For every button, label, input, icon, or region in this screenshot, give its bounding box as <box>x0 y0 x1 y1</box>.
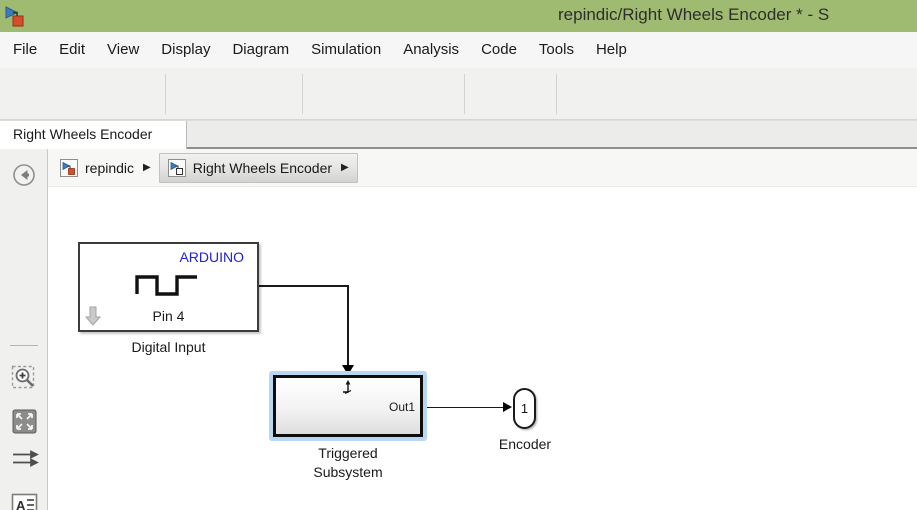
outport-number: 1 <box>520 401 529 416</box>
menu-file[interactable]: File <box>13 41 38 58</box>
digital-input-name: Digital Input <box>131 339 206 355</box>
square-wave-icon <box>135 275 197 296</box>
toolbar-separator <box>556 74 557 114</box>
fit-to-view-button[interactable] <box>0 409 48 434</box>
pin-label: Pin 4 <box>152 308 185 324</box>
tab-right-wheels-encoder[interactable]: Right Wheels Encoder <box>0 121 187 150</box>
hide-explorer-button[interactable] <box>0 163 48 187</box>
input-down-arrow-icon <box>85 306 101 326</box>
menu-edit[interactable]: Edit <box>59 41 86 58</box>
signal-lines-button[interactable] <box>0 448 48 469</box>
breadcrumb-arrow-icon[interactable]: ▶ <box>143 162 151 173</box>
breadcrumb-root-label[interactable]: repindic <box>85 159 135 176</box>
annotation-button[interactable]: A <box>0 493 48 510</box>
menu-display[interactable]: Display <box>161 41 211 58</box>
menu-analysis[interactable]: Analysis <box>403 41 460 58</box>
breadcrumb-item-current[interactable]: Right Wheels Encoder ▶ <box>158 152 358 183</box>
breadcrumb-arrow-icon[interactable]: ▶ <box>341 162 349 173</box>
toolbar-separator <box>165 74 166 114</box>
svg-text:A: A <box>16 498 26 510</box>
menu-help[interactable]: Help <box>595 41 627 58</box>
subsystem-icon <box>167 158 186 177</box>
model-icon <box>60 158 78 177</box>
wire-digital-input-to-subsystem[interactable] <box>259 285 348 287</box>
tab-strip: Right Wheels Encoder <box>0 120 917 150</box>
toolbar-separator <box>464 74 465 114</box>
menu-tools[interactable]: Tools <box>538 41 574 58</box>
toolbar-separator <box>302 74 303 114</box>
wire-arrowhead-icon <box>503 402 512 412</box>
digital-input-block[interactable]: ARDUINO Pin 4 <box>78 242 259 332</box>
menu-bar: File Edit View Display Diagram Simulatio… <box>0 32 917 68</box>
simulink-app-icon <box>3 3 29 34</box>
menu-simulation[interactable]: Simulation <box>311 41 382 58</box>
triggered-subsystem-name-line1: Triggered <box>318 445 378 461</box>
breadcrumb-current-label[interactable]: Right Wheels Encoder <box>192 159 333 176</box>
triggered-subsystem-name-line2: Subsystem <box>313 464 383 480</box>
model-canvas[interactable] <box>48 187 917 510</box>
menu-view[interactable]: View <box>107 41 140 58</box>
trigger-port-icon <box>343 380 352 395</box>
left-palette: A <box>0 149 48 510</box>
encoder-name: Encoder <box>498 436 552 452</box>
title-bar: repindic/Right Wheels Encoder * - S <box>0 0 917 32</box>
toolbar: External <box>0 68 917 179</box>
triggered-subsystem-block[interactable]: Out1 <box>273 375 423 437</box>
window-title: repindic/Right Wheels Encoder * - S <box>558 5 830 24</box>
breadcrumb: repindic ▶ Right Wheels Encoder ▶ <box>48 149 917 187</box>
wire-arrowhead-icon <box>342 365 354 375</box>
menu-diagram[interactable]: Diagram <box>232 41 290 58</box>
encoder-outport-block[interactable]: 1 <box>513 388 536 429</box>
breadcrumb-item-root[interactable]: repindic ▶ <box>52 153 159 183</box>
menu-code[interactable]: Code <box>481 41 517 58</box>
wire-subsystem-to-encoder[interactable] <box>426 406 503 408</box>
out1-port-label: Out1 <box>388 400 415 414</box>
palette-separator <box>10 345 38 346</box>
wire-digital-input-to-subsystem[interactable] <box>347 285 349 366</box>
arduino-vendor-label: ARDUINO <box>179 249 244 265</box>
zoom-select-button[interactable] <box>0 365 48 392</box>
